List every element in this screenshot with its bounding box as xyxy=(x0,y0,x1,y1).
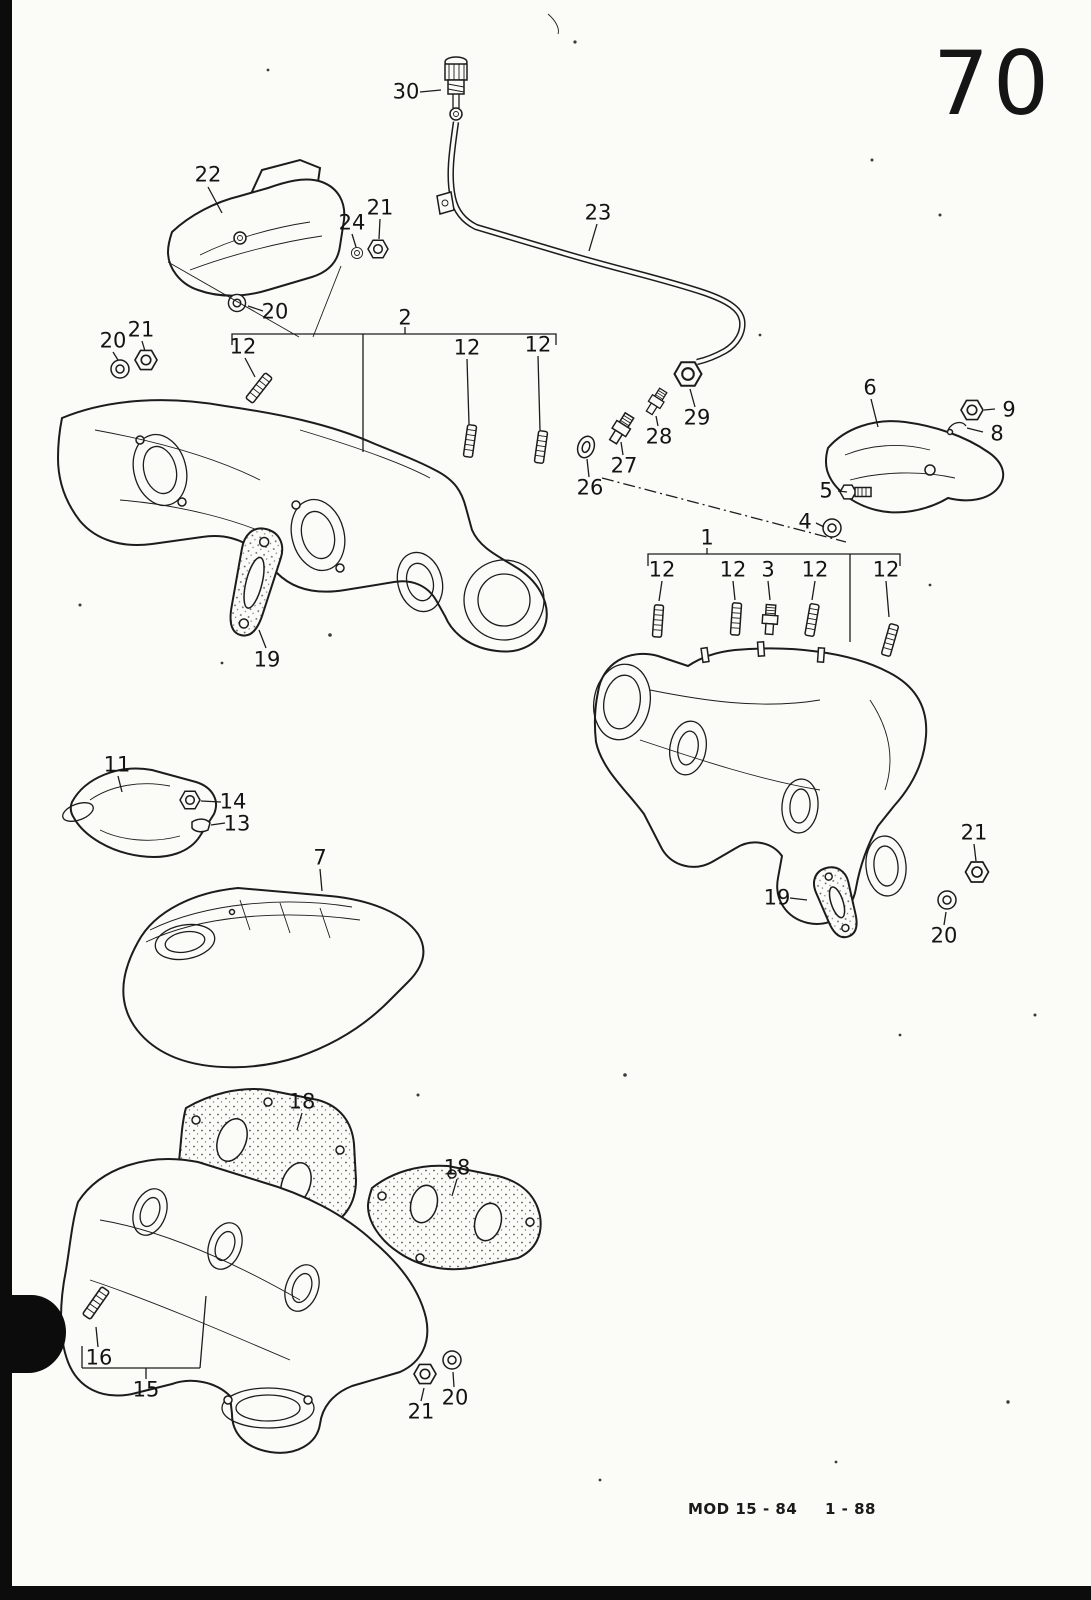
part-nut-21d xyxy=(413,1363,437,1385)
part-cover-7 xyxy=(122,886,425,1069)
part-manifold-1 xyxy=(592,641,928,925)
callout-20d: 20 xyxy=(441,1385,469,1410)
callout-21d: 21 xyxy=(407,1399,435,1424)
leader-lines xyxy=(81,89,996,1402)
callout-18a: 18 xyxy=(288,1089,316,1114)
callout-7: 7 xyxy=(313,845,327,870)
part-stud-12e xyxy=(729,601,743,637)
callout-12a: 12 xyxy=(229,334,257,359)
part-pipe-23 xyxy=(436,121,746,366)
callout-26: 26 xyxy=(576,475,604,500)
part-stud-12a xyxy=(244,371,274,405)
part-union-27 xyxy=(605,410,638,447)
part-washer-20a xyxy=(227,293,247,313)
callout-23: 23 xyxy=(584,200,612,225)
part-stud-12d xyxy=(651,603,665,639)
callout-6: 6 xyxy=(863,375,877,400)
callout-22: 22 xyxy=(194,162,222,187)
callout-20c: 20 xyxy=(930,923,958,948)
callout-27: 27 xyxy=(610,453,638,478)
part-stud-12f xyxy=(804,602,820,638)
part-gasket-19-left xyxy=(229,527,284,637)
footer-date-code: 1 - 88 xyxy=(825,1500,876,1518)
part-stud-12g xyxy=(880,622,900,658)
callout-8: 8 xyxy=(990,421,1004,446)
part-stud-12b xyxy=(462,423,478,459)
scan-noise xyxy=(78,13,1037,1482)
callout-21a: 21 xyxy=(366,195,394,220)
callout-15: 15 xyxy=(132,1377,160,1402)
part-bolt-5 xyxy=(839,484,872,500)
callout-9: 9 xyxy=(1002,397,1016,422)
part-manifold-2 xyxy=(56,399,548,653)
part-union-3 xyxy=(760,603,780,636)
footer-model-code: MOD 15 - 84 xyxy=(688,1500,798,1518)
part-washer-20d xyxy=(442,1350,462,1370)
callout-5: 5 xyxy=(819,478,833,503)
part-washer-4 xyxy=(822,518,842,538)
callout-12g: 12 xyxy=(872,557,900,582)
part-washer-20b xyxy=(110,359,130,379)
callout-2: 2 xyxy=(398,305,412,330)
part-clamp-13 xyxy=(191,818,211,833)
part-washer-24 xyxy=(350,246,364,260)
part-washer-20c xyxy=(937,890,957,910)
part-nut-21c xyxy=(964,861,990,883)
callout-29: 29 xyxy=(683,405,711,430)
part-nut-21b xyxy=(134,349,158,371)
part-gasket-18b xyxy=(366,1164,542,1271)
callout-11: 11 xyxy=(103,752,131,777)
callout-30: 30 xyxy=(392,79,420,104)
callout-20a: 20 xyxy=(261,299,289,324)
callout-18b: 18 xyxy=(443,1155,471,1180)
callout-24: 24 xyxy=(338,210,366,235)
scan-edge-left xyxy=(0,0,12,1600)
scan-edge-bottom xyxy=(0,1586,1091,1600)
callout-14: 14 xyxy=(219,789,247,814)
part-washer-26 xyxy=(576,435,596,459)
part-nut-29 xyxy=(673,361,703,387)
callout-12e: 12 xyxy=(719,557,747,582)
part-nut-21a xyxy=(367,239,389,259)
callout-28: 28 xyxy=(645,424,673,449)
callout-13: 13 xyxy=(223,811,251,836)
part-elbow-11 xyxy=(62,767,217,858)
callout-12b: 12 xyxy=(453,335,481,360)
part-union-28 xyxy=(642,386,670,418)
page-number: 70 xyxy=(933,32,1053,135)
callout-4: 4 xyxy=(798,509,812,534)
callout-12c: 12 xyxy=(524,332,552,357)
callout-19a: 19 xyxy=(253,647,281,672)
callout-21b: 21 xyxy=(127,317,155,342)
callout-12d: 12 xyxy=(648,557,676,582)
callout-19b: 19 xyxy=(763,885,791,910)
part-heat-shield-22 xyxy=(166,158,346,297)
part-stud-12c xyxy=(533,429,549,465)
part-nut-14 xyxy=(179,790,201,810)
part-clip-8 xyxy=(946,421,967,436)
scan-edge-blob xyxy=(0,1295,66,1373)
callout-16: 16 xyxy=(85,1345,113,1370)
callout-20b: 20 xyxy=(99,328,127,353)
callout-12f: 12 xyxy=(801,557,829,582)
part-valve-30 xyxy=(444,56,468,121)
part-gasket-19-right xyxy=(813,866,858,939)
callout-3: 3 xyxy=(761,557,775,582)
part-manifold-15 xyxy=(60,1158,429,1454)
part-nut-9 xyxy=(960,399,984,421)
callout-21c: 21 xyxy=(960,820,988,845)
footer: MOD 15 - 84 1 - 88 xyxy=(688,1500,898,1518)
callout-1: 1 xyxy=(700,525,714,550)
